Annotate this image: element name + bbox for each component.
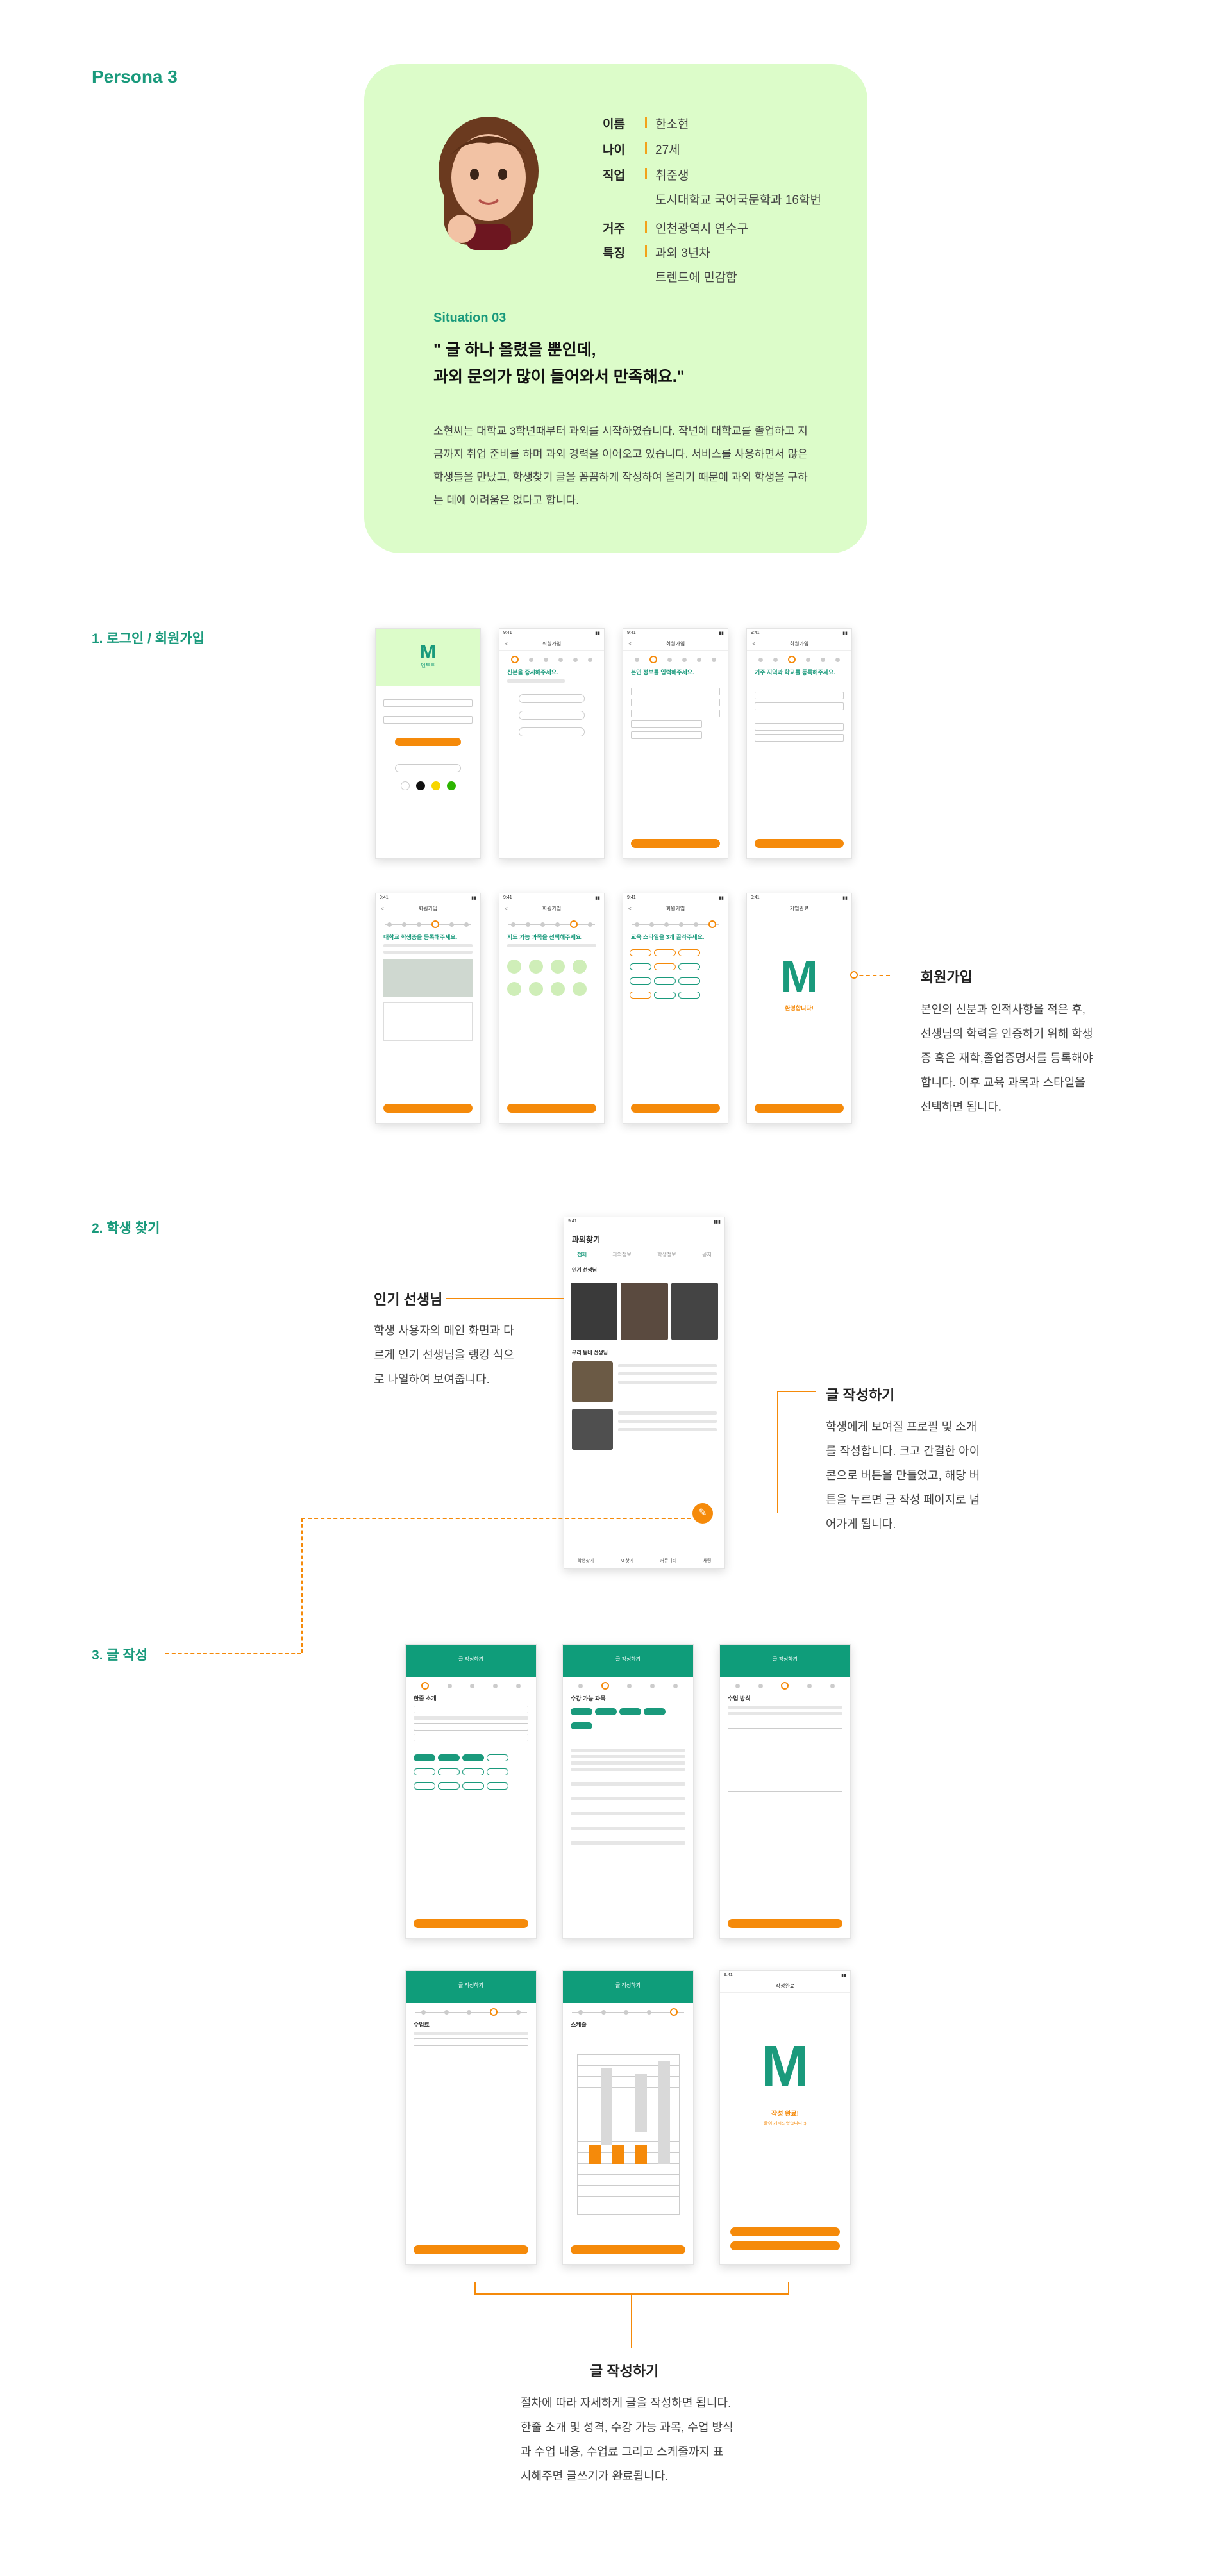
screen-signup-1: 9:41▮▮ <회원가입 신분을 증시해주세요. — [499, 628, 605, 859]
start-button[interactable] — [755, 1104, 844, 1113]
kakao-login-icon[interactable] — [431, 781, 440, 790]
find-tab-notice[interactable]: 공지 — [702, 1252, 712, 1258]
screen-write-3: 글 작성하기 수업 방식 — [719, 1644, 851, 1939]
next-button[interactable] — [414, 2245, 528, 2254]
password-field[interactable] — [383, 716, 473, 724]
home-button[interactable] — [730, 2241, 840, 2250]
screen-signup-2: 9:41▮▮ <회원가입 본인 정보를 입력해주세요. — [623, 628, 728, 859]
nav-find-student[interactable]: 학생찾기 — [577, 1559, 594, 1563]
persona-card: 이름 한소현 나이 27세 직업 취준생 도시대학교 국어국문학과 16학번 거… — [364, 64, 867, 553]
flow-connector-h1 — [301, 1518, 698, 1519]
write-post-fab[interactable]: ✎ — [692, 1503, 713, 1524]
brand-logo-icon: M — [780, 951, 818, 1001]
next-button[interactable] — [755, 839, 844, 848]
screen-signup-3: 9:41▮▮ <회원가입 거주 지역과 학교를 등록해주세요. — [746, 628, 852, 859]
section-find-title: 2. 학생 찾기 — [92, 1221, 160, 1236]
schedule-grid[interactable] — [577, 2054, 680, 2215]
screen-write-2: 글 작성하기 수강 가능 과목 — [562, 1644, 694, 1939]
bracket-right — [788, 2282, 789, 2295]
signup-callout-title: 회원가입 — [921, 969, 973, 985]
screen-write-1: 글 작성하기 한줄 소개 — [405, 1644, 537, 1939]
signup-dot — [850, 971, 858, 979]
welcome-text: 환영합니다! — [785, 1005, 814, 1011]
write-flow-text: 절차에 따라 자세하게 글을 작성하면 됩니다. 한줄 소개 및 성격, 수강 … — [521, 2397, 733, 2482]
write-callout-title: 글 작성하기 — [826, 1387, 895, 1403]
next-button[interactable] — [631, 839, 720, 848]
nav-chat[interactable]: 채팅 — [703, 1559, 712, 1563]
situation-label: Situation 03 — [433, 311, 507, 325]
screen-signup-done: 9:41▮▮ 가입완료 M 환영합니다! — [746, 893, 852, 1124]
flow-connector-v — [301, 1518, 303, 1653]
brand-logo-icon: M — [761, 2034, 809, 2098]
signup-connector — [853, 975, 890, 976]
avatar-illustration — [439, 117, 539, 250]
next-button[interactable] — [414, 1919, 528, 1928]
write-connector-v — [777, 1391, 778, 1513]
next-button[interactable] — [728, 1919, 842, 1928]
find-header: 과외찾기 — [572, 1235, 601, 1244]
google-login-icon[interactable] — [400, 781, 410, 790]
screen-login: M 멘토트 — [375, 628, 481, 859]
apple-login-icon[interactable] — [415, 781, 425, 790]
view-post-button[interactable] — [730, 2227, 840, 2236]
screen-write-5: 글 작성하기 스케쥴 — [562, 1970, 694, 2265]
screen-write-done: 9:41▮▮ 작성완료 M 작성 완료! 글이 게시되었습니다 :) — [719, 1970, 851, 2265]
popular-teachers-label: 인기 선생님 — [572, 1267, 598, 1273]
next-button[interactable] — [631, 1104, 720, 1113]
login-button[interactable] — [395, 738, 461, 746]
persona-quote: " 글 하나 올렸을 뿐인데, 과외 문의가 많이 들어와서 만족해요." — [433, 341, 685, 386]
bracket-left — [474, 2282, 476, 2295]
nav-find-m[interactable]: M 찾기 — [620, 1559, 634, 1563]
find-tab-all[interactable]: 전체 — [577, 1252, 587, 1258]
login-brand: 멘토트 — [421, 663, 435, 669]
complete-button[interactable] — [571, 2245, 685, 2254]
screen-write-4: 글 작성하기 수업료 — [405, 1970, 537, 2265]
bracket-stem — [631, 2293, 632, 2348]
popular-callout-text: 학생 사용자의 메인 화면과 다 르게 인기 선생님을 랭킹 식으 로 나열하여… — [374, 1324, 514, 1386]
write-flow-title: 글 작성하기 — [590, 2363, 659, 2379]
section-write-title: 3. 글 작성 — [92, 1648, 148, 1663]
naver-login-icon[interactable] — [446, 781, 456, 790]
write-callout-text: 학생에게 보여질 프로필 및 소개 를 작성합니다. 크고 간결한 아이 콘으로… — [826, 1420, 980, 1531]
next-button[interactable] — [507, 1104, 596, 1113]
screen-find-student: 9:41▮▮▮ 과외찾기 전체 과외정보 학생정보 공지 인기 선생님 우리 동… — [564, 1217, 725, 1569]
write-done-sub: 글이 게시되었습니다 :) — [764, 2122, 807, 2126]
write-done-title: 작성 완료! — [771, 2111, 799, 2118]
persona-description: 소현씨는 대학교 3학년때부터 과외를 시작하였습니다. 작년에 대학교를 졸업… — [433, 425, 808, 506]
persona-title: Persona 3 — [92, 67, 178, 87]
next-button[interactable] — [383, 1104, 473, 1113]
nav-community[interactable]: 커뮤니티 — [660, 1559, 677, 1563]
signup-button[interactable] — [395, 764, 461, 772]
screen-signup-4: 9:41▮▮ <회원가입 대학교 학생증을 등록해주세요. — [375, 893, 481, 1124]
flow-connector-h2 — [165, 1653, 301, 1654]
section-login-title: 1. 로그인 / 회원가입 — [92, 631, 205, 646]
popular-callout-title: 인기 선생님 — [374, 1292, 443, 1308]
screen-signup-6: 9:41▮▮ <회원가입 교육 스타일을 3개 골라주세요. — [623, 893, 728, 1124]
signup-callout-text: 본인의 신분과 인적사항을 적은 후, 선생님의 학력을 인증하기 위해 학생 … — [921, 1003, 1093, 1113]
find-tab-info[interactable]: 과외정보 — [612, 1252, 632, 1258]
find-tab-student[interactable]: 학생정보 — [657, 1252, 676, 1258]
popular-connector — [446, 1298, 564, 1299]
email-field[interactable] — [383, 699, 473, 707]
screen-signup-5: 9:41▮▮ <회원가입 지도 가능 과목을 선택해주세요. — [499, 893, 605, 1124]
nearby-teachers-label: 우리 동네 선생님 — [572, 1350, 608, 1356]
write-connector-h — [777, 1391, 816, 1392]
